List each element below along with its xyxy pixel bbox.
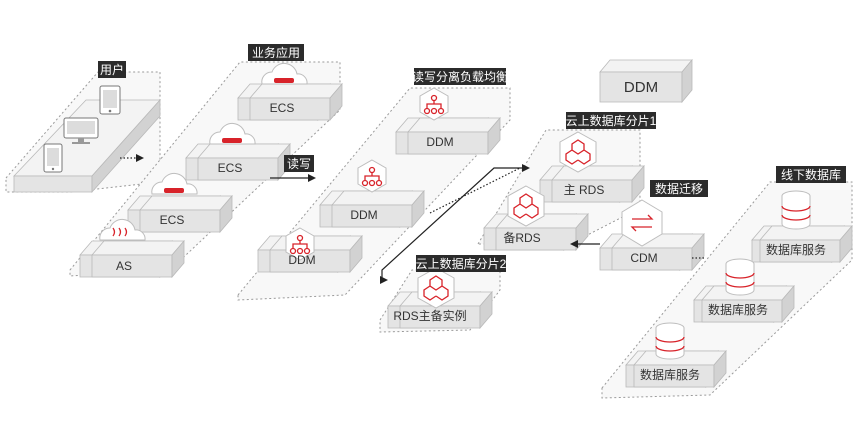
database-icon-3	[655, 322, 685, 360]
connector-app-to-lb	[270, 174, 316, 182]
db-service-1-label: 数据库服务	[766, 242, 826, 257]
tag-shard1-text: 云上数据库分片1	[566, 113, 657, 128]
tag-business-app-text: 业务应用	[252, 45, 300, 60]
connector-users-to-app	[120, 154, 144, 162]
rds-icon-backup	[507, 185, 545, 227]
cloud-icon-ecs-bot	[151, 172, 198, 195]
ecs-bot-label: ECS	[160, 213, 185, 227]
tag-read-write-text: 读写	[287, 157, 311, 171]
rds-primary-backup-label: RDS主备实例	[393, 308, 466, 323]
main-rds-label: 主 RDS	[564, 183, 605, 197]
tablet-icon	[99, 85, 121, 115]
tag-user: 用户	[98, 61, 126, 78]
tag-shard2: 云上数据库分片2	[416, 255, 507, 272]
rds-icon-shard2	[417, 267, 455, 309]
cloud-icon-as	[99, 218, 146, 241]
ecs-top-label: ECS	[270, 101, 295, 115]
tag-rw-lb: 读写分离负载均衡	[412, 68, 508, 85]
connector-lb-to-shards	[380, 164, 530, 284]
backup-rds-label: 备RDS	[503, 231, 540, 245]
tag-business-app: 业务应用	[248, 44, 304, 61]
database-icon-2	[725, 258, 755, 296]
db-service-2-label: 数据库服务	[708, 302, 768, 317]
ddm-icon-top	[419, 87, 449, 121]
db-service-3-label: 数据库服务	[640, 367, 700, 382]
cloud-icon-ecs-mid	[209, 122, 256, 145]
phone-icon	[43, 143, 63, 173]
monitor-icon	[63, 117, 99, 144]
cloud-icon-ecs-top	[261, 62, 308, 85]
connector-cdm-to-backup	[570, 240, 600, 248]
cdm-icon	[621, 199, 663, 247]
ddm-standalone-label: DDM	[624, 79, 658, 96]
tag-data-migration: 数据迁移	[650, 180, 708, 197]
ddm-icon-bot	[285, 227, 315, 261]
ddm-bot-label: DDM	[288, 253, 315, 267]
tag-shard2-text: 云上数据库分片2	[416, 256, 507, 271]
ecs-mid-label: ECS	[218, 161, 243, 175]
tag-rw-lb-text: 读写分离负载均衡	[412, 69, 508, 84]
tag-user-text: 用户	[100, 62, 124, 77]
tag-offline-db-text: 线下数据库	[781, 167, 841, 182]
ddm-standalone-node	[599, 58, 693, 104]
as-label: AS	[116, 259, 132, 273]
tag-offline-db: 线下数据库	[776, 166, 846, 183]
ddm-mid-label: DDM	[350, 208, 377, 222]
cdm-label: CDM	[630, 251, 657, 265]
ddm-top-label: DDM	[426, 135, 453, 149]
rds-icon-main	[559, 131, 597, 173]
tag-read-write: 读写	[284, 155, 314, 172]
database-icon-1	[781, 190, 811, 230]
ddm-icon-mid	[357, 159, 387, 193]
tag-data-migration-text: 数据迁移	[655, 181, 703, 196]
tag-shard1: 云上数据库分片1	[566, 112, 657, 129]
